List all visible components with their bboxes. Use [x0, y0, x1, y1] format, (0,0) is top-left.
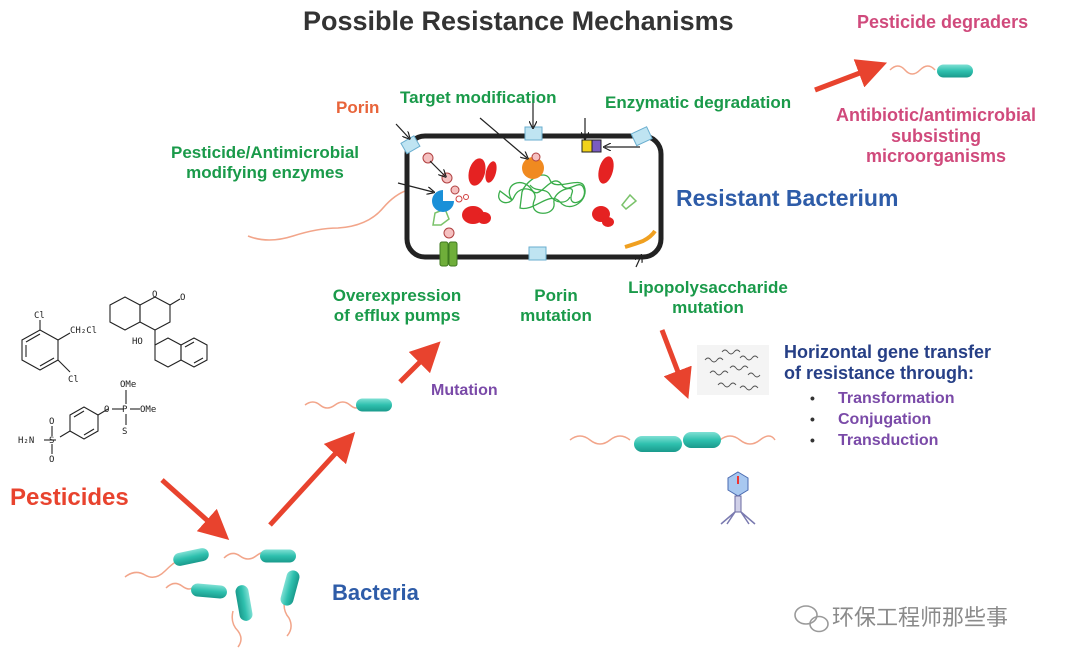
label-target-modification: Target modification — [400, 88, 557, 107]
chem-phos-o: O — [104, 405, 109, 415]
label-hgt-line1: Horizontal gene transfer — [784, 342, 992, 362]
chem-cl-top: Cl — [34, 311, 45, 321]
chem-ome-top: OMe — [120, 380, 136, 390]
label-pesticides: Pesticides — [10, 484, 129, 511]
chem-phos-s: S — [122, 427, 127, 437]
dna-fragments — [697, 345, 769, 395]
arrow-resistant-to-degraders — [814, 59, 888, 93]
porin-channels — [400, 126, 653, 261]
hgt-item-label: Transduction — [838, 432, 939, 449]
label-lps-line2: mutation — [672, 297, 744, 317]
misc-cytoplasm — [432, 193, 638, 226]
label-modifying-line1: Pesticide/Antimicrobial — [171, 143, 359, 162]
label-mutation: Mutation — [431, 382, 498, 399]
hgt-item-label: Transformation — [838, 390, 955, 407]
label-bacteria: Bacteria — [332, 580, 419, 605]
label-pesticide-degraders: Pesticide degraders — [857, 12, 1029, 32]
mutant-bacterium — [304, 398, 392, 412]
bacteria-cluster — [124, 551, 292, 648]
label-porin: Porin — [336, 98, 380, 117]
modifying-enzyme — [432, 190, 454, 212]
label-hgt-line2: of resistance through: — [784, 362, 975, 383]
label-efflux-pumps: Overexpression of efflux pumps — [330, 286, 464, 325]
chem-cl-bottom: Cl — [68, 375, 79, 385]
wechat-icon — [794, 605, 829, 633]
chem-sulfonyl-o1: O — [49, 417, 54, 427]
label-efflux-line2: of efflux pumps — [333, 305, 461, 325]
chem-amine: H₂N — [18, 436, 34, 446]
label-enzymatic-degradation: Enzymatic degradation — [605, 93, 792, 112]
label-lps-line1: Lipopolysaccharide — [628, 278, 788, 297]
label-subsisting-line2: subsisting — [890, 125, 981, 146]
bacteriophage-icon — [720, 471, 756, 525]
chem-ome-right: OMe — [140, 405, 156, 415]
label-modifying-enzymes: Pesticide/Antimicrobial modifying enzyme… — [148, 143, 382, 182]
diagram-title: Possible Resistance Mechanisms — [303, 6, 734, 36]
label-porin-mutation: Porin mutation — [514, 286, 598, 325]
label-subsisting-line1: Antibiotic/antimicrobial — [836, 105, 1037, 125]
chem-sulfonyl-s: S — [49, 436, 54, 446]
label-lps-mutation: Lipopolysaccharide mutation — [608, 278, 808, 317]
cell-flagellum — [247, 189, 409, 241]
hgt-item-label: Conjugation — [838, 411, 932, 428]
arrow-pesticides-to-bacteria — [160, 478, 230, 540]
chem-phos-p: P — [122, 405, 128, 415]
chem-sulfonyl-o2: O — [49, 455, 54, 465]
degrader-bacterium — [889, 64, 973, 78]
chem-ho: HO — [132, 337, 143, 347]
hgt-item-conjugation: •Conjugation — [810, 411, 932, 428]
hgt-item-transduction: •Transduction — [810, 432, 939, 449]
target-site — [522, 157, 544, 179]
label-hgt: Horizontal gene transfer of resistance t… — [784, 342, 991, 383]
chem-carbonyl-o: O — [180, 293, 185, 303]
watermark-text: 环保工程师那些事 — [832, 606, 1009, 631]
label-porin-mut-line2: mutation — [520, 305, 592, 325]
hgt-method-list: •Transformation •Conjugation •Transducti… — [810, 388, 954, 451]
arrow-lps-to-hgt — [659, 329, 692, 400]
resistant-bacterium-cell — [247, 100, 664, 268]
label-porin-mut-line1: Porin — [534, 286, 578, 305]
label-resistant-bacterium: Resistant Bacterium — [676, 185, 899, 211]
conjugating-bacteria — [569, 432, 776, 452]
arrow-bacteria-to-mutant — [268, 431, 356, 527]
enzymatic-transporter — [581, 139, 602, 153]
label-modifying-line2: modifying enzymes — [186, 162, 344, 182]
chemical-structures — [21, 296, 208, 454]
hgt-item-transformation: •Transformation — [810, 390, 955, 407]
chem-ch2cl: CH₂Cl — [70, 326, 97, 336]
arrow-mutant-to-resistant — [398, 341, 441, 384]
label-efflux-line1: Overexpression — [332, 286, 462, 305]
efflux-pump — [439, 241, 458, 267]
chem-ring-o: O — [152, 290, 157, 300]
ribosomes — [462, 156, 614, 227]
lps — [624, 229, 657, 249]
label-subsisting-microorganisms: Antibiotic/antimicrobial subsisting micr… — [836, 105, 1036, 167]
label-subsisting-line3: microorganisms — [865, 146, 1007, 167]
